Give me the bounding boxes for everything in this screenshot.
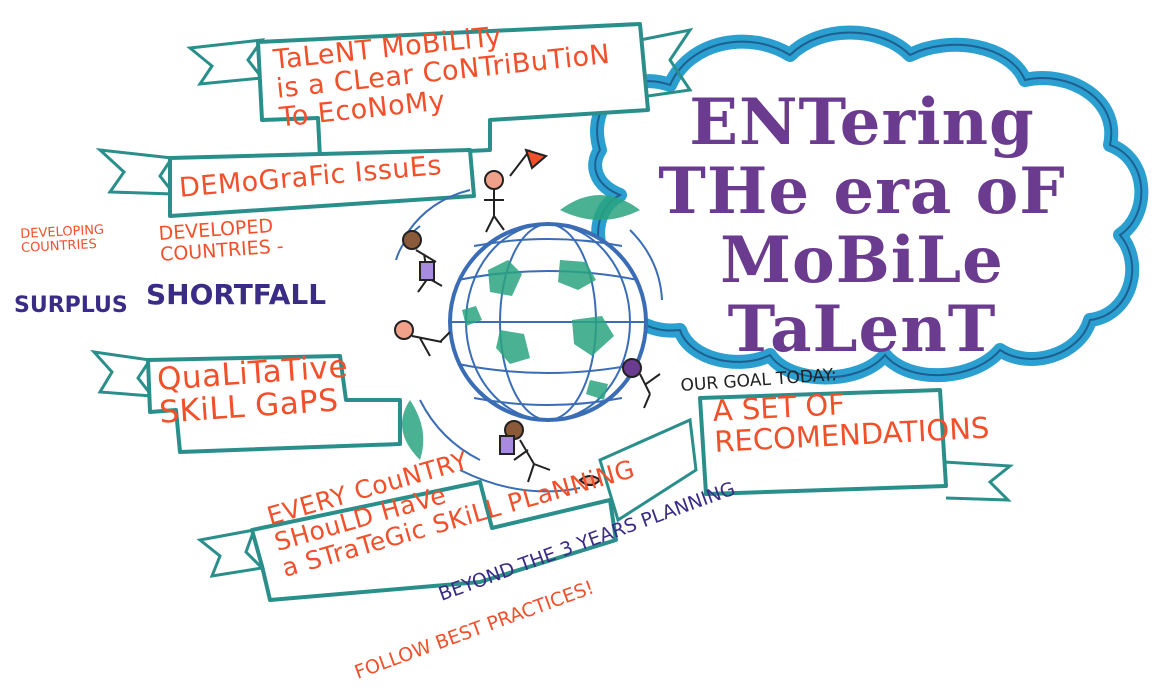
- developed-countries-label: DEVELOPED COUNTRIES -: [157, 215, 285, 266]
- leaf-decoration: [402, 195, 640, 460]
- banner-recommendations: [698, 388, 1014, 502]
- banner-every-country: [196, 417, 698, 602]
- person-bottom: [499, 420, 551, 483]
- surplus-label: SURPLUS: [14, 293, 128, 318]
- banner-talent-mobility: [186, 22, 694, 160]
- banner-demographic-issues: [95, 148, 476, 218]
- banner-text-skill-gaps: QuaLiTaTive SKiLL GaPS: [155, 348, 350, 432]
- person-left: [402, 230, 443, 293]
- people-figures: [394, 148, 661, 486]
- person-top: [484, 148, 549, 233]
- person-middle-left: [394, 320, 451, 357]
- pointing-hand: [578, 475, 602, 486]
- shortfall-label: SHORTFALL: [146, 278, 327, 311]
- banner-skill-gaps: [90, 349, 402, 454]
- globe-illustration: [448, 222, 648, 422]
- person-right: [622, 358, 661, 409]
- page-title: ENTering THe era oF MoBiLe TaLenT: [658, 85, 1066, 368]
- developing-countries-label: DEVELOPING COUNTRIES: [19, 222, 105, 256]
